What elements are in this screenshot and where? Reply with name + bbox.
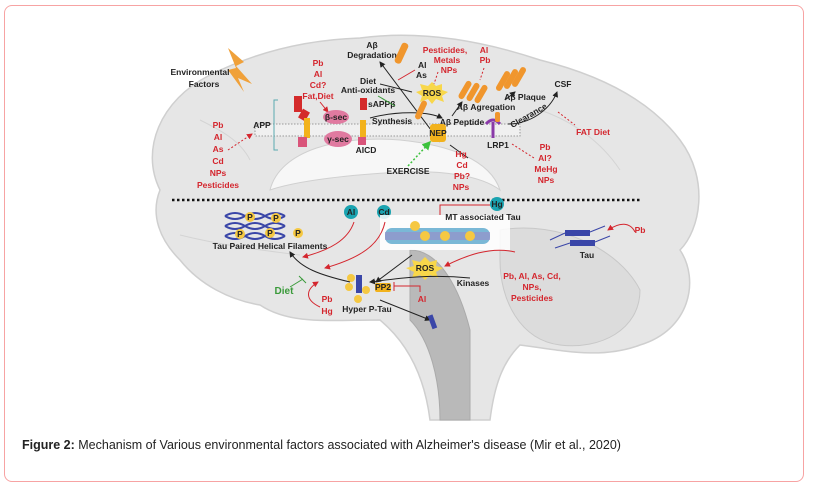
hyper-tau-tox-hg: Hg [321, 306, 332, 316]
svg-text:P: P [247, 212, 253, 222]
diet-antioxidants-line2: Anti-oxidants [341, 85, 396, 95]
frontal-toxicants: Pb Al As Cd NPs Pesticides [197, 120, 239, 190]
figure-caption: Figure 2: Mechanism of Various environme… [22, 438, 621, 452]
sappb-label: sAPPβ [368, 99, 395, 109]
cell-membrane [254, 123, 521, 137]
metal-cd-label: Cd [378, 207, 389, 217]
env-factors-line1: Environmental [170, 67, 229, 77]
svg-text:Hg: Hg [455, 149, 466, 159]
app-label: APP [253, 120, 271, 130]
svg-text:Pb: Pb [313, 58, 324, 68]
metal-hg-label: Hg [491, 199, 502, 209]
svg-text:P: P [273, 213, 279, 223]
degradation-tox-as: As [416, 70, 427, 80]
svg-text:NPs,: NPs, [523, 282, 542, 292]
svg-text:Pb, Al, As, Cd,: Pb, Al, As, Cd, [503, 271, 560, 281]
nep-toxicants: Hg Cd Pb? NPs [453, 149, 470, 192]
tau-pb-label: Pb [635, 225, 646, 235]
svg-text:As: As [213, 144, 224, 154]
fat-diet-label: FAT Diet [576, 127, 610, 137]
abeta-aggregation-label: Aβ Agregation [457, 102, 516, 112]
caption-text: Mechanism of Various environmental facto… [74, 438, 621, 452]
app-protein [294, 96, 310, 147]
tau-phf-label: Tau Paired Helical Filaments [213, 241, 328, 251]
svg-text:P: P [295, 228, 301, 238]
kinases-label: Kinases [457, 278, 490, 288]
svg-text:MeHg: MeHg [534, 164, 557, 174]
gamma-secretase [324, 131, 352, 147]
svg-text:Cd?: Cd? [310, 80, 327, 90]
pp2-enzyme [375, 283, 391, 292]
lrp1-toxicants: Pb Al? MeHg NPs [534, 142, 557, 185]
pp2-inhibitor-al: Al [418, 294, 427, 304]
beta-secretase [323, 110, 349, 124]
csf-label: CSF [555, 79, 572, 89]
svg-text:Pb?: Pb? [454, 171, 470, 181]
ros-bottom-label: ROS [416, 263, 435, 273]
phospho-groups: P P P P P [235, 212, 303, 239]
svg-text:P: P [237, 229, 243, 239]
nps-label: NPs [441, 65, 458, 75]
svg-text:NPs: NPs [453, 182, 470, 192]
abeta-peptide-label: Aβ Peptide [440, 117, 485, 127]
tau-label: Tau [580, 250, 594, 260]
svg-text:Fat,Diet: Fat,Diet [302, 91, 333, 101]
beta-sec-label: β-sec [325, 112, 347, 122]
metal-al-ion [344, 205, 358, 219]
ros-burst-icon [416, 82, 448, 104]
exercise-label: EXERCISE [387, 166, 430, 176]
metals-label: Metals [434, 55, 461, 65]
metal-al-label: Al [347, 207, 356, 217]
tau-fragment [427, 314, 438, 330]
gamma-sec-label: γ-sec [327, 134, 349, 144]
env-factors-line2: Factors [189, 79, 220, 89]
beta-sec-toxicants: Pb Al Cd? Fat,Diet [302, 58, 333, 101]
svg-text:Cd: Cd [212, 156, 223, 166]
hyper-tau-tox-pb: Pb [322, 294, 333, 304]
svg-text:Pesticides: Pesticides [511, 293, 553, 303]
svg-text:NPs: NPs [538, 175, 555, 185]
abeta-plaque-label: Aβ Plaque [504, 92, 546, 102]
svg-text:Pesticides: Pesticides [197, 180, 239, 190]
svg-text:Al?: Al? [538, 153, 552, 163]
svg-text:P: P [267, 228, 273, 238]
lrp1-label: LRP1 [487, 140, 509, 150]
nep-protein [430, 124, 446, 142]
svg-text:Pb: Pb [540, 142, 551, 152]
hyper-p-tau-graphic [345, 274, 370, 303]
abeta-degradation-line1: Aβ [366, 40, 377, 50]
abeta-aggregates [458, 67, 526, 104]
ros-bottom-burst-icon [406, 257, 443, 280]
microtubule [385, 221, 490, 244]
lrp1-receptor [484, 112, 502, 138]
diet-antioxidants-line1: Diet [360, 76, 376, 86]
ros-top-label: ROS [423, 88, 442, 98]
synthesis-label: Synthesis [372, 116, 412, 126]
aicd-label: AICD [356, 145, 377, 155]
caption-label: Figure 2: [22, 438, 75, 452]
svg-text:Al: Al [214, 132, 223, 142]
mt-tau-label: MT associated Tau [445, 212, 520, 222]
abeta-degradation-line2: Degradation [347, 50, 397, 60]
agg-tox-al: Al [480, 45, 489, 55]
agg-tox-pb: Pb [480, 55, 491, 65]
svg-text:NPs: NPs [210, 168, 227, 178]
metal-hg-ion [490, 197, 504, 211]
pp2-label: PP2 [375, 282, 391, 292]
svg-text:Cd: Cd [456, 160, 467, 170]
pesticides-label: Pesticides, [423, 45, 467, 55]
nep-label: NEP [429, 128, 447, 138]
svg-text:Al: Al [314, 69, 323, 79]
kinase-toxicants: Pb, Al, As, Cd, NPs, Pesticides [503, 271, 560, 303]
tau-protein [549, 225, 611, 249]
hyper-p-tau-label: Hyper P-Tau [342, 304, 391, 314]
degradation-tox-al: Al [418, 60, 427, 70]
diet-label: Diet [275, 286, 295, 297]
svg-text:Pb: Pb [213, 120, 224, 130]
lightning-icon [228, 48, 252, 92]
